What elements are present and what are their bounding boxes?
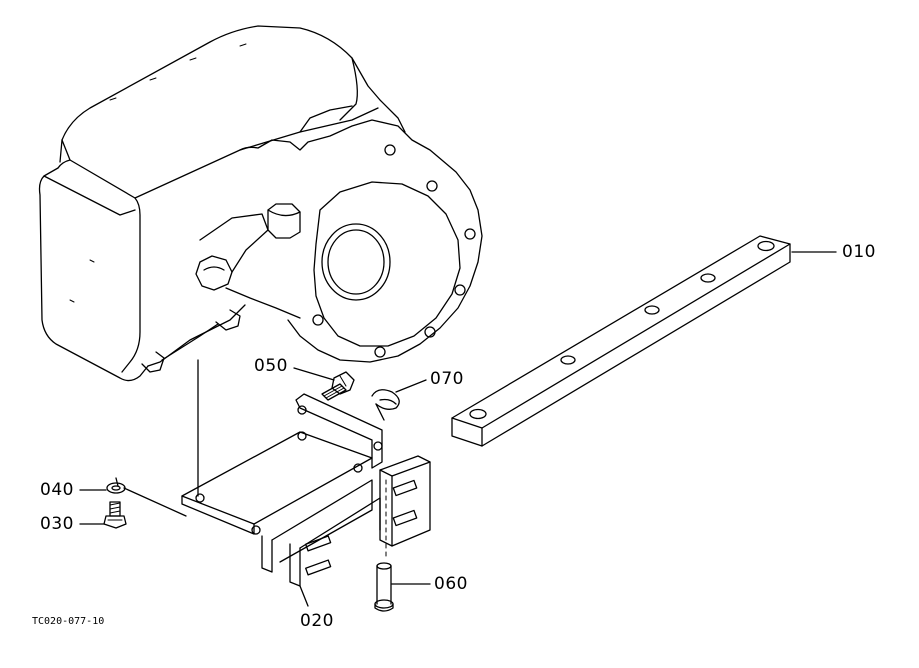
drawbar-bracket <box>181 393 431 607</box>
callout-060[interactable]: 060 <box>434 574 468 594</box>
drawbar <box>451 235 791 447</box>
leader-070 <box>395 379 427 393</box>
engine-transmission-housing <box>38 25 483 382</box>
callout-050[interactable]: 050 <box>254 356 288 376</box>
callout-010[interactable]: 010 <box>842 242 876 262</box>
leader-050 <box>293 367 335 381</box>
bolt-050 <box>321 371 355 401</box>
callout-030[interactable]: 030 <box>40 514 74 534</box>
callout-040[interactable]: 040 <box>40 480 74 500</box>
figure-code: TC020-077-10 <box>32 616 105 627</box>
snap-pin-070 <box>371 389 400 421</box>
bolt-030 <box>103 501 127 529</box>
callout-020[interactable]: 020 <box>300 611 334 631</box>
spring-washer-040 <box>106 477 126 494</box>
callout-070[interactable]: 070 <box>430 369 464 389</box>
washer-to-bracket-line <box>123 487 187 517</box>
pin-060 <box>374 562 394 612</box>
